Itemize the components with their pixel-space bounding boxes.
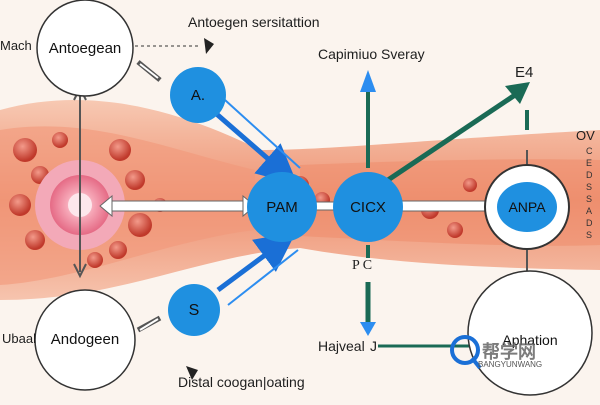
right-edge-letter: D xyxy=(586,170,593,180)
node-bottom-left-label: Andogeen xyxy=(51,331,119,348)
blue-arrows xyxy=(136,60,376,333)
right-edge-letter: A xyxy=(586,206,593,216)
node-a-circle xyxy=(170,67,226,123)
right-edge-letter: S xyxy=(586,182,593,192)
node-bottom-left-circle xyxy=(34,289,136,391)
bottom-caption: Distal coogan|oating xyxy=(178,374,305,390)
node-pam-circle xyxy=(247,172,317,242)
teal-arrows xyxy=(186,38,530,380)
node-pam-label: PAM xyxy=(266,199,297,216)
bottom-center-left-label: Hajveal xyxy=(318,338,365,354)
node-anpa-core xyxy=(497,182,557,232)
node-s-label: S xyxy=(189,302,200,319)
right-edge-letter: S xyxy=(586,194,593,204)
node-top-left-circle xyxy=(36,0,134,97)
node-cicx-circle xyxy=(333,172,403,242)
right-edge-letter: C xyxy=(586,146,593,156)
right-edge-letter: D xyxy=(586,218,593,228)
node-cicx-label: CICX xyxy=(350,199,386,216)
right-edge-letter: E xyxy=(586,158,593,168)
bottom-left-edge-label: Ubaal xyxy=(2,331,36,346)
node-s-circle xyxy=(168,284,220,336)
top-right-tag: E4 xyxy=(515,64,534,81)
watermark-en: BANGYUNWANG xyxy=(478,360,543,369)
right-edge-top-label: OV xyxy=(576,128,595,143)
node-bottom-right-label: Aphation xyxy=(502,332,557,348)
pc-label: P C xyxy=(352,258,373,273)
top-center-title: Antoegen sersitattion xyxy=(188,14,320,30)
node-anpa-label: ANPA xyxy=(508,199,546,215)
node-a-label: A. xyxy=(191,87,205,104)
node-bottom-right-circle xyxy=(467,270,593,396)
top-left-edge-label: Mach xyxy=(0,38,32,53)
node-top-left-label: Antoegean xyxy=(49,40,122,57)
right-edge-letter-column: C E D S S A D S xyxy=(586,145,600,241)
right-edge-letter: S xyxy=(586,230,593,240)
watermark-logo xyxy=(450,335,482,370)
bottom-center-right-label: J xyxy=(370,338,377,354)
watermark-cn: 帮学网 xyxy=(482,342,536,362)
top-right-title: Capimiuo Sveray xyxy=(318,46,425,62)
